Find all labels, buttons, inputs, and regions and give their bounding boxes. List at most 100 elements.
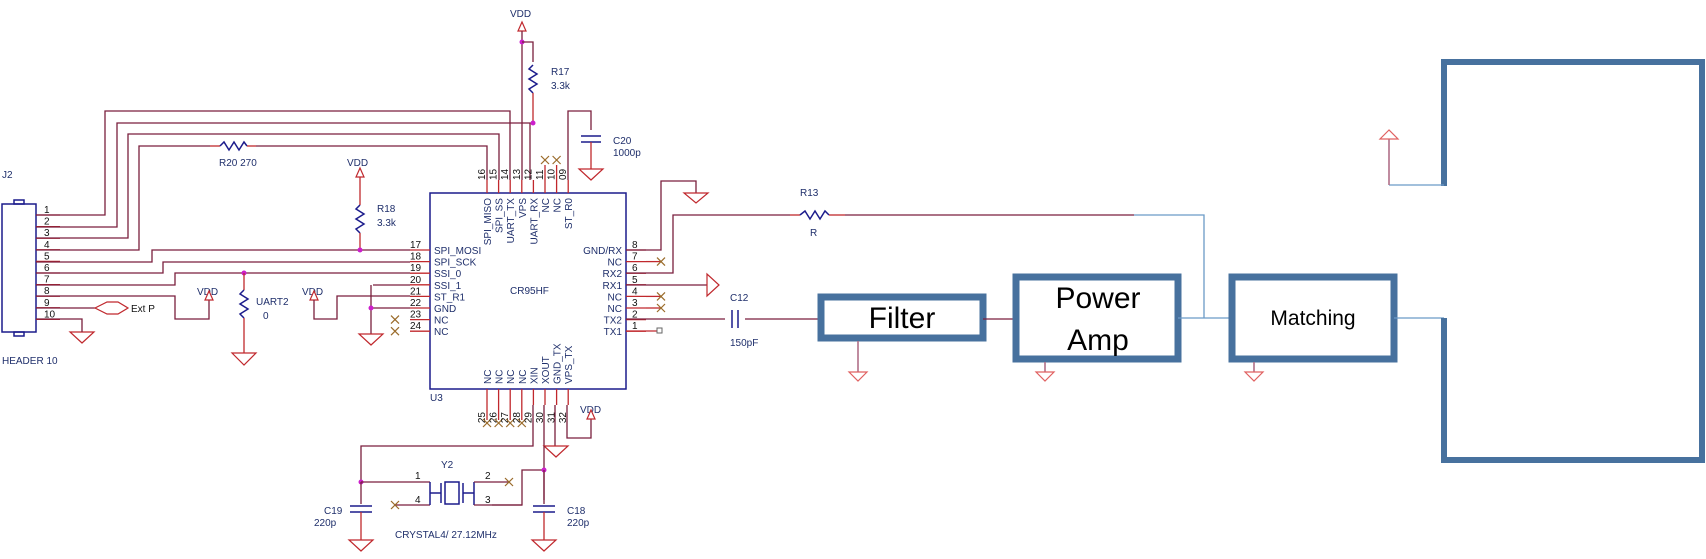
chip-pin-number: 6 — [632, 263, 638, 274]
c12-value: 150pF — [730, 338, 758, 349]
uart2-value: 0 — [263, 311, 269, 322]
chip-pin-number: 3 — [632, 298, 638, 309]
y2-pin-1: 1 — [415, 471, 421, 482]
c19-ref: C19 — [324, 506, 343, 517]
chip-pin-name: SPI_MOSI — [434, 246, 481, 257]
ssi-wiring: VDD — [302, 284, 410, 346]
ext-port-symbol — [93, 301, 130, 315]
j2-pin-number: 3 — [44, 228, 50, 239]
j2-pin-number: 9 — [44, 298, 50, 309]
r20-label: R20 270 — [219, 158, 257, 169]
chip-pin-number: 32 — [558, 412, 569, 424]
power-amp-label-1: Power — [1055, 282, 1140, 315]
chip-pin-number: 14 — [500, 168, 511, 180]
rf-wiring: R13 R C12 150pF — [626, 180, 1205, 349]
chip-pin-name: NC — [541, 198, 552, 212]
j2-wires — [36, 110, 531, 332]
j2-ref: J2 — [2, 170, 13, 181]
j2-pin-number: 5 — [44, 251, 50, 262]
j2-name: HEADER 10 — [2, 356, 58, 367]
y2-pin-2: 2 — [485, 471, 491, 482]
chip-pin-name: NC — [518, 370, 529, 384]
matching-label: Matching — [1270, 307, 1355, 330]
c12-ref: C12 — [730, 293, 749, 304]
chip-pin-number: 29 — [523, 412, 534, 424]
chip-pin-number: 1 — [632, 321, 638, 332]
chip-pin-number: 18 — [410, 252, 422, 263]
chip-pin-number: 16 — [477, 168, 488, 180]
vdd-label: VDD — [347, 158, 368, 169]
chip-pin-number: 24 — [410, 321, 422, 332]
chip-ref: U3 — [430, 393, 443, 404]
chip-pin-name: TX2 — [604, 316, 623, 327]
chip-pin-number: 13 — [512, 168, 523, 180]
chip-pin-name: TX1 — [604, 327, 623, 338]
chip-pin-number: 21 — [410, 286, 422, 297]
chip-pin-name: SPI_SCK — [434, 258, 477, 269]
vdd-pin8: VDD — [197, 287, 218, 301]
chip-pin-name: SSI_0 — [434, 269, 462, 280]
chip-pin-name: NC — [506, 370, 517, 384]
chip-pin-number: 25 — [477, 412, 488, 424]
chip-pin-name: SPI_MISO — [483, 198, 494, 245]
chip-pin-name: NC — [608, 304, 622, 315]
chip-pin-name: RX2 — [603, 269, 623, 280]
chip-pin-name: NC — [434, 327, 448, 338]
chip-pin-name: NC — [553, 198, 564, 212]
chip-pin-name: GND_TX — [553, 343, 564, 384]
j2-pin-number: 1 — [44, 205, 50, 216]
resistor-r17: VDD R17 3.3k — [510, 9, 571, 180]
chip-pin-number: 15 — [489, 168, 500, 180]
chip-pin-number: 7 — [632, 252, 638, 263]
chip-body — [429, 192, 627, 390]
chip-pin-number: 11 — [535, 169, 546, 180]
c18-value: 220p — [567, 518, 590, 529]
chip-pin-name: NC — [483, 370, 494, 384]
chip-pin-number: 19 — [410, 263, 422, 274]
j2-pin-number: 7 — [44, 275, 50, 286]
r18-ref: R18 — [377, 204, 396, 215]
resistor-uart2: UART2 0 — [230, 270, 289, 366]
chip-u3: CR95HF U3 17SPI_MOSI18SPI_SCK19SSI_020SS… — [390, 155, 666, 428]
y2-pin-4: 4 — [415, 495, 421, 506]
j2-pin-number: 6 — [44, 263, 50, 274]
chip-pin-number: 26 — [489, 412, 500, 424]
chip-pin-number: 17 — [410, 240, 422, 251]
vdd-label: VDD — [510, 9, 531, 20]
chip-pin-number: 09 — [558, 168, 569, 180]
resistor-r20: R20 270 — [210, 140, 257, 169]
chip-pin-number: 20 — [410, 275, 422, 286]
chip-pin-number: 23 — [410, 310, 422, 321]
chip-pin-name: ST_R1 — [434, 292, 466, 303]
r13-ref: R13 — [800, 188, 819, 199]
block-power-amp: Power Amp — [1012, 273, 1182, 382]
r13-value: R — [810, 228, 817, 239]
chip-pin-name: UART_TX — [506, 198, 517, 244]
power-amp-label-2: Amp — [1067, 324, 1129, 357]
r17-value: 3.3k — [551, 81, 571, 92]
y2-pin-3: 3 — [485, 495, 491, 506]
ext-port-label: Ext P — [131, 304, 155, 315]
chip-pin-name: NC — [608, 258, 622, 269]
ground-icon — [68, 331, 96, 344]
r17-ref: R17 — [551, 67, 570, 78]
chip-pin-name: VPS_TX — [564, 345, 575, 384]
block-matching: Matching — [1228, 273, 1398, 382]
chip-pin-number: 27 — [500, 412, 511, 424]
resistor-r18: VDD R18 3.3k — [347, 158, 397, 253]
chip-pin-number: 8 — [632, 240, 638, 251]
j2-pin-number: 8 — [44, 286, 50, 297]
c20-ref: C20 — [613, 136, 632, 147]
c20-value: 1000p — [613, 148, 641, 159]
filter-label: Filter — [869, 302, 936, 335]
j2-pin-number: 4 — [44, 240, 50, 251]
chip-pin-name: GND/RX — [583, 246, 622, 257]
chip-pin-name: GND — [434, 304, 456, 315]
chip-pin-name: XOUT — [541, 356, 552, 384]
chip-pin-number: 31 — [547, 412, 558, 424]
chip-pin-number: 4 — [632, 286, 638, 297]
crystal-circuit: VDD 1 4 2 3 Y2 CRYSTAL4/ 27.12MHz C19 22… — [314, 405, 601, 552]
uart2-ref: UART2 — [256, 297, 289, 308]
